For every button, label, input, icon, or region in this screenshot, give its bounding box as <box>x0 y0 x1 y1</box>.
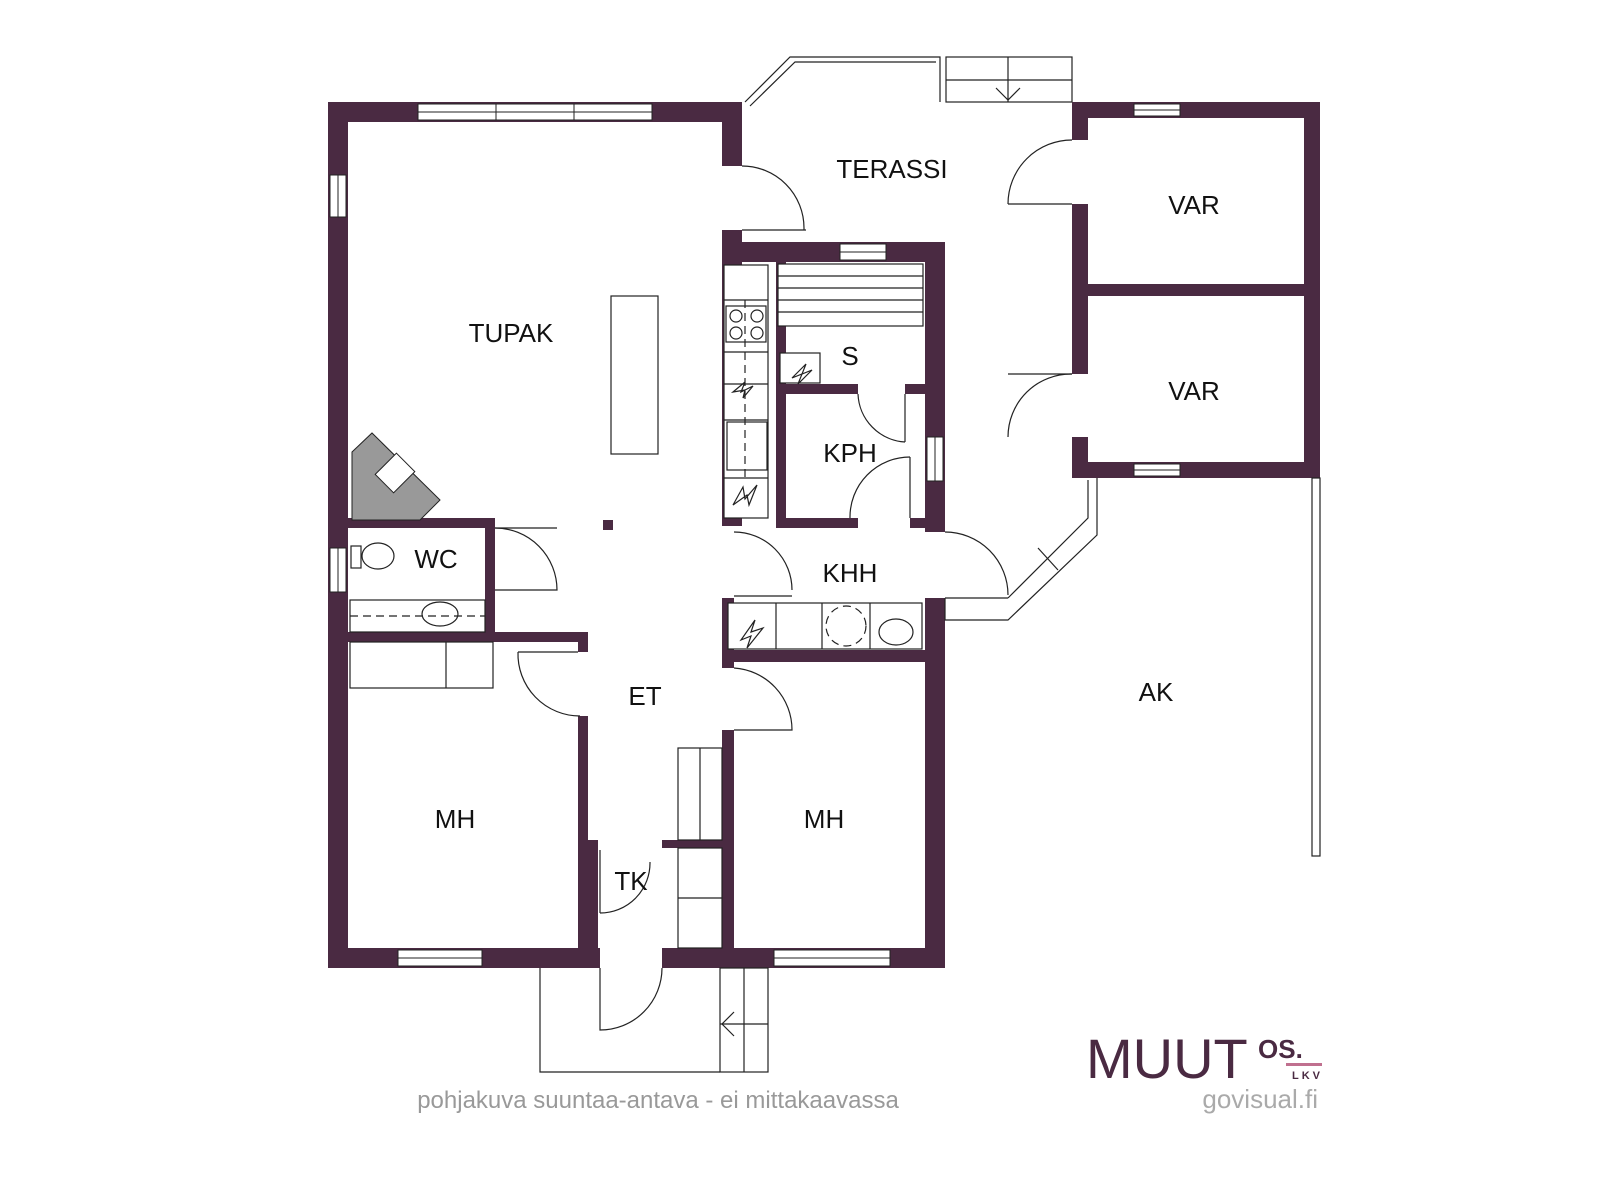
room-label-ak: AK <box>1139 677 1174 707</box>
room-label-tupak: TUPAK <box>469 318 554 348</box>
disclaimer-text: pohjakuva suuntaa-antava - ei mittakaava… <box>417 1087 899 1114</box>
walls <box>328 102 1320 968</box>
credit-text: govisual.fi <box>1202 1084 1318 1114</box>
room-labels: TUPAK TERASSI VAR VAR S KPH WC KHH ET MH… <box>414 154 1219 896</box>
kitchen-island <box>610 295 659 455</box>
room-label-mh: MH <box>804 804 844 834</box>
logo-super: OS. <box>1258 1034 1303 1064</box>
room-label-var: VAR <box>1168 190 1220 220</box>
sauna-benches <box>777 263 924 385</box>
logo: MUUT OS. LKV <box>1086 1027 1323 1090</box>
room-label-var: VAR <box>1168 376 1220 406</box>
windows <box>329 103 1181 967</box>
logo-main: MUUT <box>1086 1027 1248 1090</box>
fixtures <box>349 263 924 949</box>
steps <box>539 477 1321 1073</box>
room-label-terassi: TERASSI <box>836 154 947 184</box>
room-label-tk: TK <box>614 866 648 896</box>
pillar <box>603 520 613 530</box>
room-label-khh: KHH <box>823 558 878 588</box>
room-label-wc: WC <box>414 544 457 574</box>
logo-sub: LKV <box>1292 1070 1323 1082</box>
room-label-et: ET <box>628 681 661 711</box>
terrace-outline <box>744 56 1073 107</box>
room-label-kph: KPH <box>823 438 876 468</box>
doors <box>494 139 1073 1031</box>
room-label-mh: MH <box>435 804 475 834</box>
room-label-s: S <box>841 341 858 371</box>
